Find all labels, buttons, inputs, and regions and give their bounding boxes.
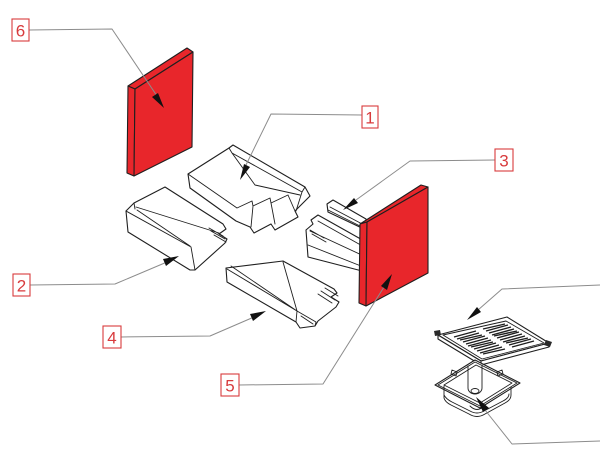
callout-4: 4 [102,325,122,349]
grate-slots [453,323,535,355]
callout-6: 6 [11,18,30,42]
part-left-brick [125,186,228,271]
callout-box [494,148,514,172]
callout-number: 1 [365,109,374,128]
pot-flange [434,359,521,409]
pot-tube-opening [470,388,480,394]
brick-outline [187,144,311,234]
callout-number: 5 [225,377,234,396]
part-grate [434,316,552,366]
panel-front-face [365,186,429,307]
brick-outline [125,186,228,271]
leader-arrow-2 [163,256,179,266]
brick-detail-lines [307,220,367,269]
leader-line-grate [477,284,600,311]
leader-line-1 [244,113,363,168]
leader-arrow-3 [343,198,358,210]
leader-arrow-6 [152,93,164,108]
pot-bowl [443,385,512,417]
callout-5: 5 [220,373,240,397]
leader-line-5 [238,286,385,386]
pot-igniter-tube [467,364,483,395]
callout-box [361,105,379,129]
callout-number: 6 [16,22,25,41]
brick-detail-lines [226,261,339,327]
callout-number: 3 [499,152,508,171]
leader-line-6 [28,28,158,97]
leader-line-burn-pot [484,409,600,445]
brick-detail-lines [125,202,227,271]
callout-3: 3 [494,148,514,172]
brick-outline [225,260,340,329]
callout-number: 2 [17,277,26,296]
grate-lug-left [434,330,441,336]
side-panel-right [358,184,429,307]
leader-arrow-1 [240,164,250,180]
callout-2: 2 [12,273,31,297]
part-top-baffle-brick [187,144,311,234]
callout-box [102,325,122,349]
leader-arrow-4 [250,311,266,321]
leader-arrow-grate [467,307,481,320]
grate-inner-frame [442,320,545,360]
callouts: 6 1 3 2 4 5 [11,18,514,397]
leader-lines [28,28,600,445]
callout-1: 1 [361,105,379,129]
side-panel-left [126,47,194,177]
panel-front-face [133,51,194,177]
leader-arrow-burn-pot [476,397,489,412]
part-right-brick [305,214,367,273]
part-burn-pot [434,359,521,417]
leader-line-4 [120,316,255,338]
grate-lug-right [544,340,552,347]
leader-line-2 [29,261,168,286]
leader-line-3 [355,159,496,201]
pot-clips [450,369,504,377]
callout-box [12,273,31,297]
leader-arrow-5 [381,274,392,290]
callout-box [220,373,240,397]
callout-box [11,18,30,42]
part-bottom-brick [225,260,340,329]
callout-number: 4 [107,329,116,348]
